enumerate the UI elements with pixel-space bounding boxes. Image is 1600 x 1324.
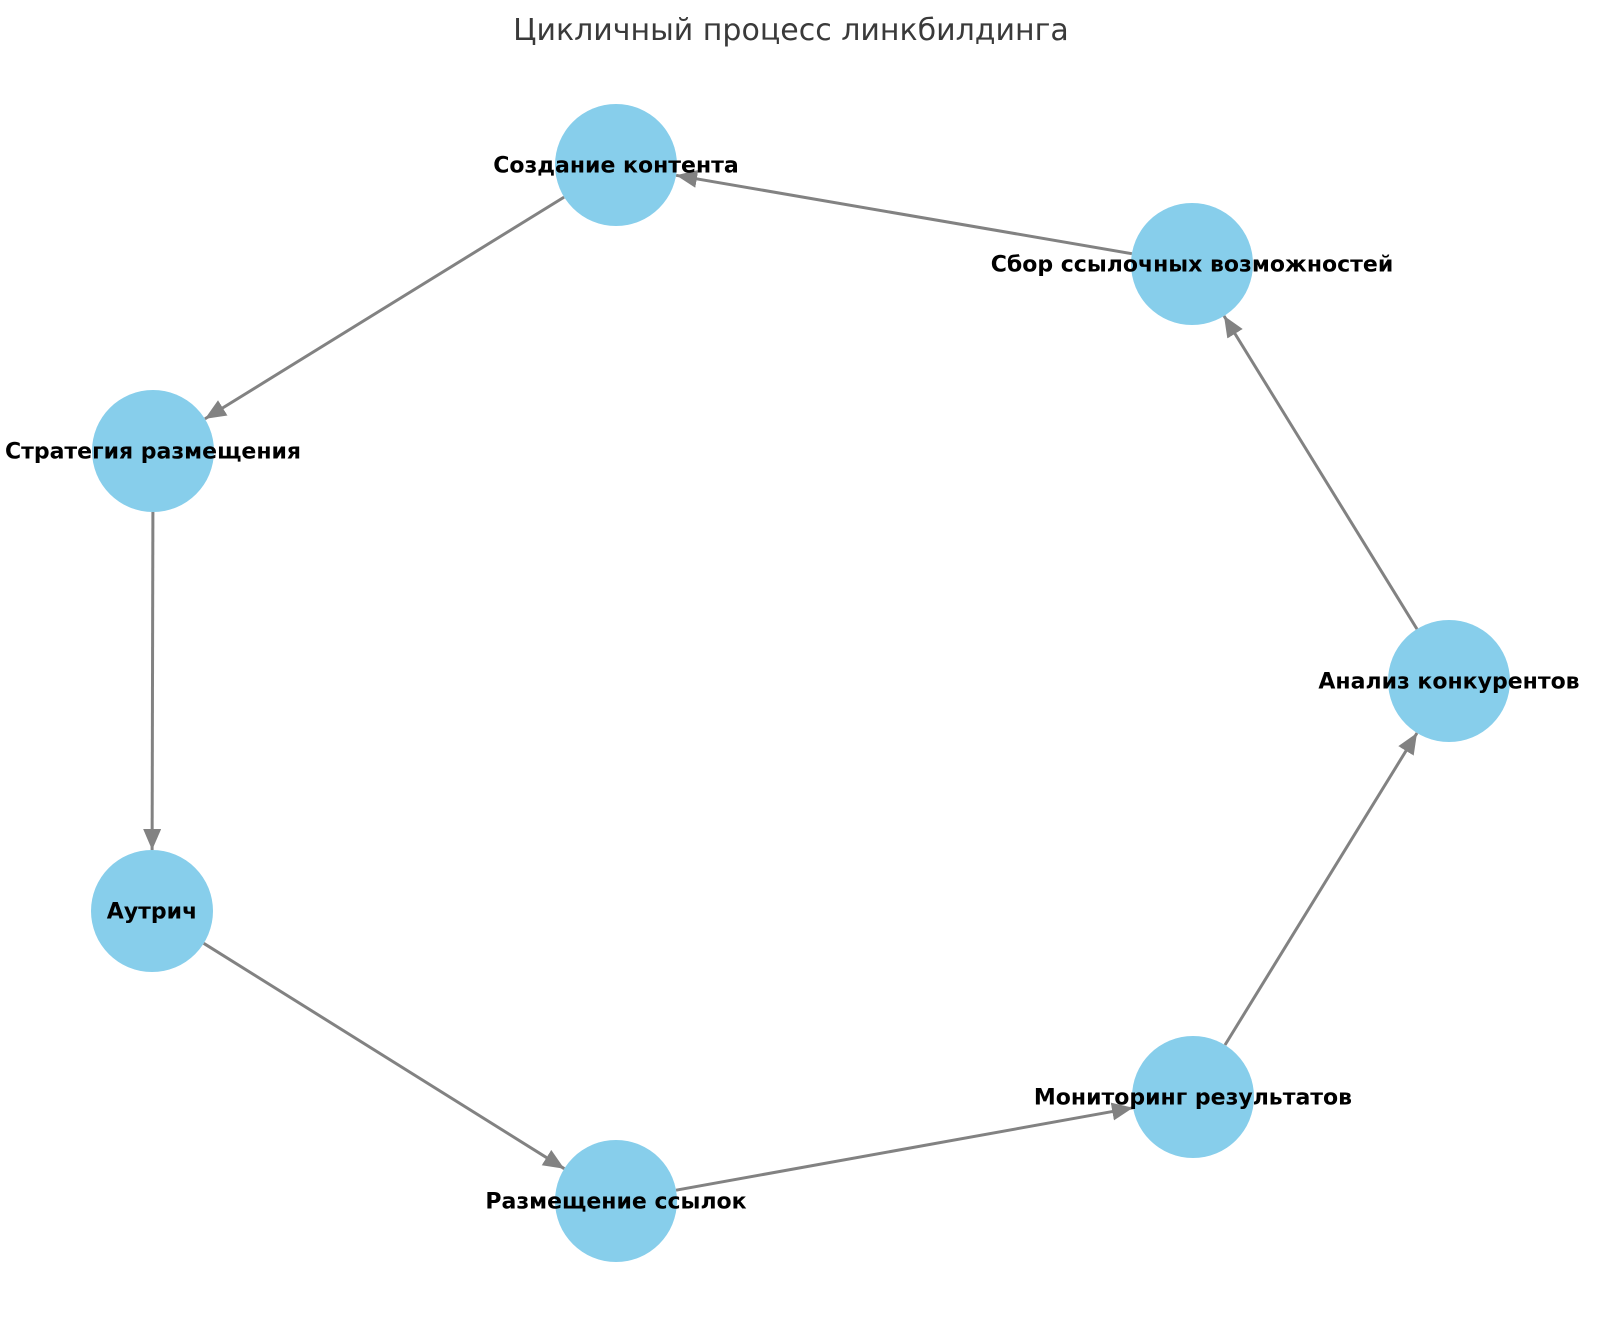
node-label-results-monitoring: Мониторинг результатов	[1034, 1086, 1352, 1111]
edges-layer	[143, 169, 1419, 1192]
edge-placement-strategy-to-outreach	[143, 511, 162, 851]
edge-results-monitoring-to-competitor-analysis	[1223, 732, 1419, 1046]
node-label-link-placement: Размещение ссылок	[485, 1190, 746, 1215]
node-label-content-creation: Создание контента	[493, 154, 739, 179]
diagram-title: Цикличный процесс линкбилдинга	[513, 13, 1069, 48]
node-outreach	[91, 850, 213, 972]
node-content-creation	[555, 104, 677, 226]
edge-link-opportunities-to-content-creation	[675, 169, 1133, 256]
node-competitor-analysis	[1388, 620, 1510, 742]
node-label-competitor-analysis: Анализ конкурентов	[1318, 670, 1579, 695]
edge-content-creation-to-placement-strategy	[204, 195, 565, 421]
node-label-placement-strategy: Стратегия размещения	[5, 440, 301, 465]
nodes-layer	[91, 104, 1510, 1262]
node-label-outreach: Аутрич	[107, 900, 197, 925]
edge-link-placement-to-results-monitoring	[675, 1102, 1134, 1192]
node-label-link-opportunities: Сбор ссылочных возможностей	[991, 253, 1394, 278]
node-results-monitoring	[1132, 1036, 1254, 1158]
node-placement-strategy	[92, 390, 214, 512]
edge-competitor-analysis-to-link-opportunities	[1222, 315, 1419, 630]
node-link-opportunities	[1131, 203, 1253, 325]
edge-outreach-to-link-placement	[202, 942, 566, 1170]
node-link-placement	[555, 1140, 677, 1262]
